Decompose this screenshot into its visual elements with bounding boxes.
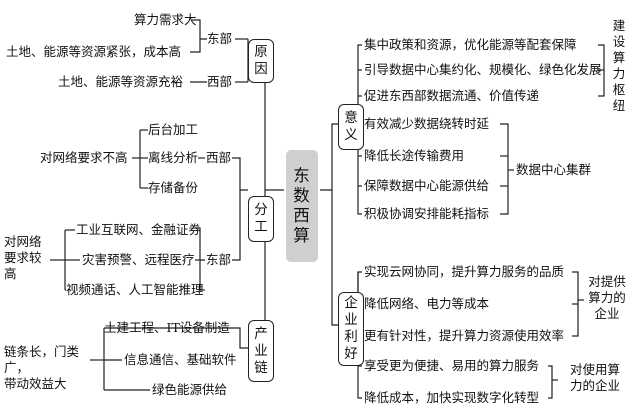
fengong-west-condition: 对网络要求不高 — [40, 150, 128, 165]
fengong-east-label: 东部 — [206, 252, 232, 267]
yiyi-g2-item-2: 降低长途传输费用 — [364, 148, 465, 163]
category-qiye: 企 业 利 好 — [338, 292, 364, 366]
center-topic: 东 数 西 算 — [286, 150, 318, 262]
yuanyin-east-item-2: 土地、能源等资源紧张，成本高 — [6, 44, 182, 59]
yiyi-g2-note: 数据中心集群 — [516, 162, 592, 177]
yiyi-g2-item-3: 保障数据中心能源供给 — [364, 178, 490, 193]
yuanyin-east-label: 东部 — [207, 31, 233, 46]
category-yuanyin: 原 因 — [248, 39, 274, 83]
qiye-g1-item-3: 更有针对性，提升算力资源使用效率 — [364, 328, 565, 343]
yiyi-g2-item-4: 积极协调安排能耗指标 — [364, 206, 490, 221]
qiye-g2-note: 对使用算 力的企业 — [569, 362, 620, 393]
fengong-east-item-2: 灾害预警、远程医疗 — [82, 252, 195, 267]
yuanyin-east-item-1: 算力需求大 — [134, 12, 197, 27]
yuanyin-west-item-1: 土地、能源等资源充裕 — [58, 74, 184, 89]
chanyelian-item-3: 绿色能源供给 — [152, 382, 228, 397]
qiye-g2-item-2: 降低成本，加快实现数字化转型 — [364, 390, 540, 405]
fengong-east-item-1: 工业互联网、金融证券 — [76, 222, 202, 237]
fengong-east-condition: 对网络 要求较 高 — [4, 234, 42, 281]
chanyelian-condition: 链条长，门类广， 带动效益大 — [4, 344, 80, 391]
fengong-west-label: 西部 — [206, 150, 232, 165]
chanyelian-item-2: 信息通信、基础软件 — [124, 352, 237, 367]
qiye-g1-note: 对提供 算力的 企业 — [588, 274, 626, 321]
yuanyin-west-label: 西部 — [207, 74, 233, 89]
qiye-g2-item-1: 享受更为便捷、易用的算力服务 — [364, 358, 540, 373]
yiyi-g1-note: 建 设 算 力 枢 纽 — [612, 18, 626, 113]
fengong-west-item-1: 后台加工 — [148, 122, 199, 137]
yiyi-g1-item-1: 集中政策和资源，优化能源等配套保障 — [364, 37, 577, 52]
qiye-g1-item-2: 降低网络、电力等成本 — [364, 296, 490, 311]
chanyelian-item-1: 土建工程、IT设备制造 — [104, 320, 230, 335]
fengong-east-item-3: 视频通话、人工智能推理 — [66, 282, 204, 297]
yiyi-g1-item-2: 引导数据中心集约化、规模化、绿色化发展 — [364, 62, 602, 77]
qiye-g1-item-1: 实现云网协同，提升算力服务的品质 — [364, 264, 565, 279]
category-chanyelian: 产 业 链 — [248, 320, 274, 382]
category-fengong: 分 工 — [248, 196, 274, 242]
fengong-west-item-2: 离线分析 — [148, 150, 199, 165]
yiyi-g2-item-1: 有效减少数据绕转时延 — [364, 116, 490, 131]
category-yiyi: 意 义 — [338, 104, 364, 150]
fengong-west-item-3: 存储备份 — [148, 180, 199, 195]
yiyi-g1-item-3: 促进东西部数据流通、价值传递 — [364, 88, 540, 103]
